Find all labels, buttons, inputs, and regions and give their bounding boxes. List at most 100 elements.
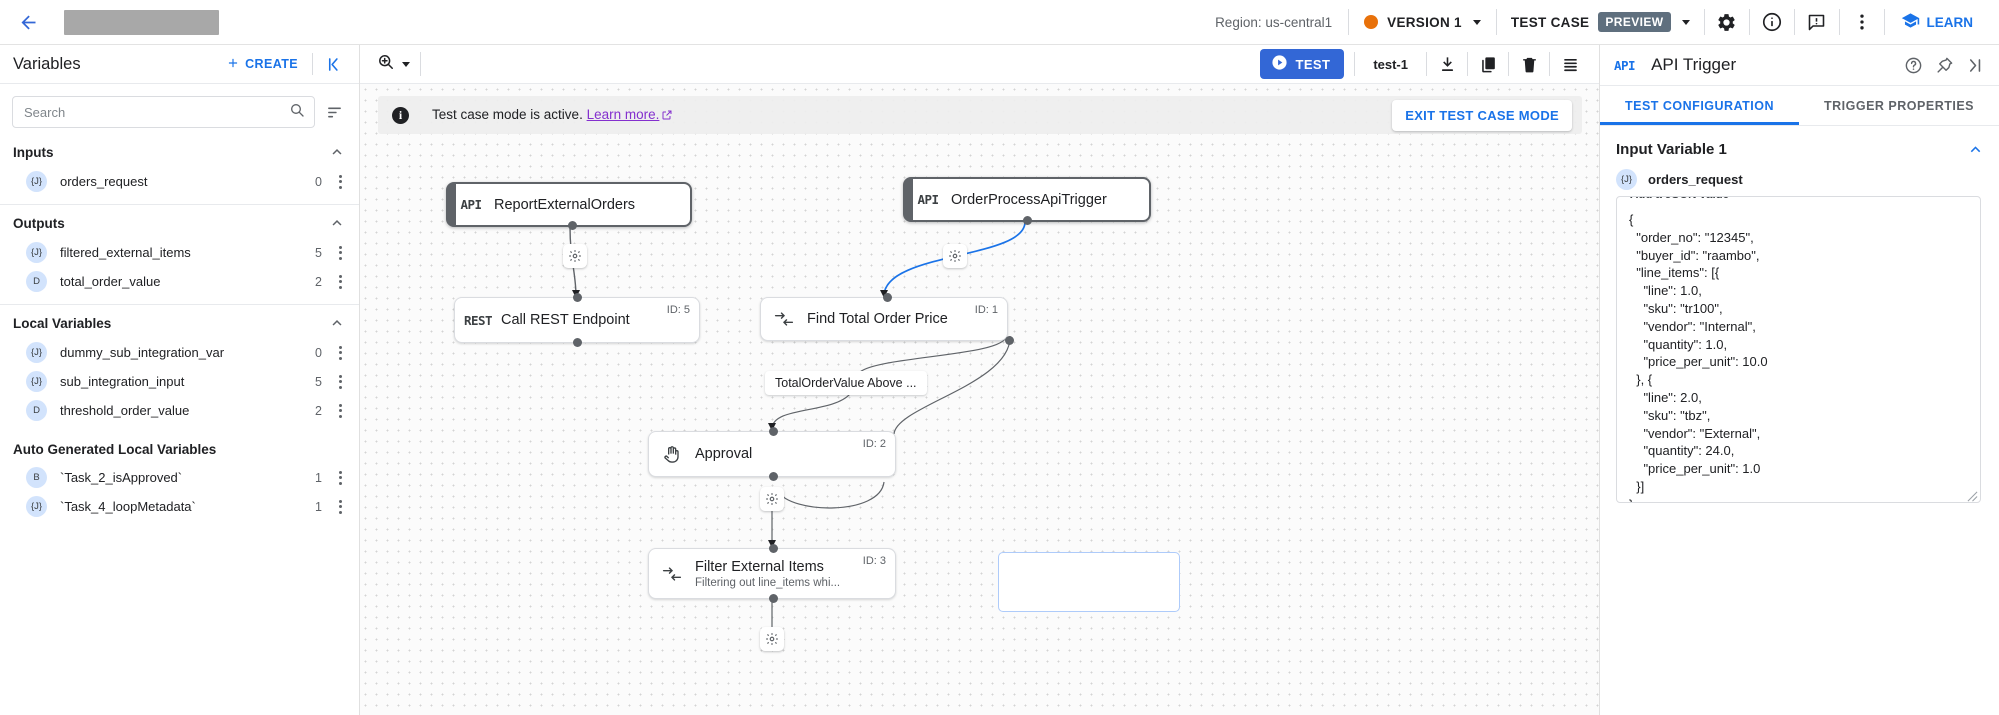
selection-box[interactable]: [998, 552, 1180, 612]
gear-icon[interactable]: [1705, 0, 1749, 45]
version-selector[interactable]: VERSION 1: [1349, 15, 1496, 30]
task-properties-panel: API API Trigger TEST CONFIGURATION TRIGG…: [1599, 45, 1999, 715]
edge-gear-icon[interactable]: [760, 487, 784, 511]
edge-gear-icon[interactable]: [943, 244, 967, 268]
search-box[interactable]: [12, 96, 315, 128]
back-arrow-icon[interactable]: [14, 8, 42, 36]
test-button[interactable]: TEST: [1260, 49, 1345, 79]
edge-gear-icon[interactable]: [563, 244, 587, 268]
collapse-right-icon[interactable]: [1960, 50, 1991, 81]
variable-count: 5: [315, 245, 322, 260]
section-header-inputs[interactable]: Inputs: [0, 134, 359, 167]
list-item[interactable]: D threshold_order_value 2: [0, 396, 359, 425]
sort-icon[interactable]: [321, 99, 347, 125]
collapse-left-panel-icon[interactable]: [319, 49, 349, 79]
create-variable-button[interactable]: CREATE: [218, 56, 306, 73]
row-menu-icon[interactable]: [331, 343, 349, 363]
chevron-up-icon: [328, 314, 346, 332]
node-title: Call REST Endpoint: [501, 312, 630, 328]
tab-test-configuration[interactable]: TEST CONFIGURATION: [1600, 86, 1799, 125]
external-link-icon[interactable]: [661, 109, 673, 124]
node-input-port[interactable]: [769, 427, 778, 436]
divider: [1883, 9, 1885, 35]
edge-condition-label[interactable]: TotalOrderValue Above ...: [765, 371, 927, 395]
row-menu-icon[interactable]: [331, 497, 349, 517]
section-header-auto-generated-local-variables[interactable]: Auto Generated Local Variables: [0, 425, 359, 463]
learn-button[interactable]: LEARN: [1885, 11, 1990, 33]
node-call-rest-endpoint[interactable]: REST Call REST Endpoint ID: 5: [454, 293, 700, 347]
section-header-local-variables[interactable]: Local Variables: [0, 305, 359, 338]
section-title: Input Variable 1: [1616, 141, 1727, 158]
help-icon[interactable]: [1898, 50, 1929, 81]
divider: [1748, 9, 1750, 35]
node-output-port[interactable]: [1023, 216, 1032, 225]
workflow-canvas[interactable]: i Test case mode is active. Learn more. …: [360, 84, 1599, 715]
section-header-input-variable-1[interactable]: Input Variable 1: [1600, 126, 1999, 167]
delete-icon[interactable]: [1509, 45, 1549, 84]
feedback-icon[interactable]: [1795, 0, 1839, 45]
variable-name: `Task_2_isApproved`: [60, 470, 183, 485]
api-badge: API: [460, 197, 482, 212]
pin-icon[interactable]: [1929, 50, 1960, 81]
node-find-total-order-price[interactable]: Find Total Order Price ID: 1: [760, 293, 1014, 345]
node-report-external-orders[interactable]: API ReportExternalOrders: [446, 182, 692, 230]
list-item[interactable]: {J} filtered_external_items 5: [0, 238, 359, 267]
node-filter-external-items[interactable]: Filter External Items Filtering out line…: [648, 544, 896, 603]
json-value-field[interactable]: Add a JSON value * { "order_no": "12345"…: [1616, 196, 1981, 503]
node-output-port[interactable]: [769, 472, 778, 481]
list-item[interactable]: {J} orders_request 0: [0, 167, 359, 196]
node-output-port[interactable]: [769, 594, 778, 603]
type-badge: {J}: [26, 171, 47, 192]
section-header-outputs[interactable]: Outputs: [0, 205, 359, 238]
learn-more-link[interactable]: Learn more.: [586, 106, 660, 122]
more-vert-icon[interactable]: [1840, 0, 1884, 45]
node-output-port[interactable]: [573, 338, 582, 347]
zoom-control[interactable]: [374, 52, 420, 76]
row-menu-icon[interactable]: [331, 272, 349, 292]
list-item[interactable]: {J} dummy_sub_integration_var 0: [0, 338, 359, 367]
divider: [312, 53, 313, 75]
list-item[interactable]: {J} `Task_4_loopMetadata` 1: [0, 492, 359, 521]
panel-header: API API Trigger: [1600, 45, 1999, 86]
row-menu-icon[interactable]: [331, 468, 349, 488]
node-output-port[interactable]: [568, 221, 577, 230]
input-variable-row[interactable]: {J} orders_request: [1600, 167, 1999, 194]
api-badge: API: [1614, 57, 1636, 73]
json-value-text[interactable]: { "order_no": "12345", "buyer_id": "raam…: [1629, 212, 1768, 502]
search-icon[interactable]: [289, 102, 305, 123]
test-case-label: TEST CASE: [1510, 14, 1590, 30]
node-order-process-api-trigger[interactable]: API OrderProcessApiTrigger: [903, 177, 1151, 225]
list-item[interactable]: B `Task_2_isApproved` 1: [0, 463, 359, 492]
mapping-icon: [761, 309, 807, 329]
node-input-port[interactable]: [883, 293, 892, 302]
row-menu-icon[interactable]: [331, 372, 349, 392]
list-item[interactable]: {J} sub_integration_input 5: [0, 367, 359, 396]
exit-test-case-mode-button[interactable]: EXIT TEST CASE MODE: [1392, 99, 1572, 131]
row-menu-icon[interactable]: [331, 243, 349, 263]
row-menu-icon[interactable]: [331, 401, 349, 421]
edge-gear-icon[interactable]: [760, 627, 784, 651]
node-input-port[interactable]: [573, 293, 582, 302]
info-icon[interactable]: [1750, 0, 1794, 45]
row-menu-icon[interactable]: [331, 172, 349, 192]
download-icon[interactable]: [1427, 45, 1467, 84]
node-output-port[interactable]: [1005, 336, 1014, 345]
canvas-area: TEST test-1: [360, 45, 1599, 715]
test-case-selector[interactable]: TEST CASE PREVIEW: [1497, 12, 1704, 32]
search-input[interactable]: [24, 104, 289, 120]
node-approval[interactable]: Approval ID: 2: [648, 427, 896, 481]
chevron-down-icon: [1681, 19, 1690, 25]
duplicate-icon[interactable]: [1468, 45, 1508, 84]
list-item[interactable]: D total_order_value 2: [0, 267, 359, 296]
tab-trigger-properties[interactable]: TRIGGER PROPERTIES: [1824, 98, 1975, 113]
test-case-name[interactable]: test-1: [1373, 56, 1408, 72]
variables-list[interactable]: Inputs {J} orders_request 0 Outputs: [0, 84, 359, 715]
resize-handle-icon[interactable]: [1967, 489, 1978, 502]
panel-tabs: TEST CONFIGURATION TRIGGER PROPERTIES: [1600, 86, 1999, 126]
divider: [1467, 52, 1468, 76]
node-input-port[interactable]: [769, 544, 778, 553]
panel-content[interactable]: Input Variable 1 {J} orders_request Add …: [1600, 126, 1999, 715]
json-field-label: Add a JSON value *: [1626, 197, 1741, 201]
list-icon[interactable]: [1550, 45, 1590, 84]
